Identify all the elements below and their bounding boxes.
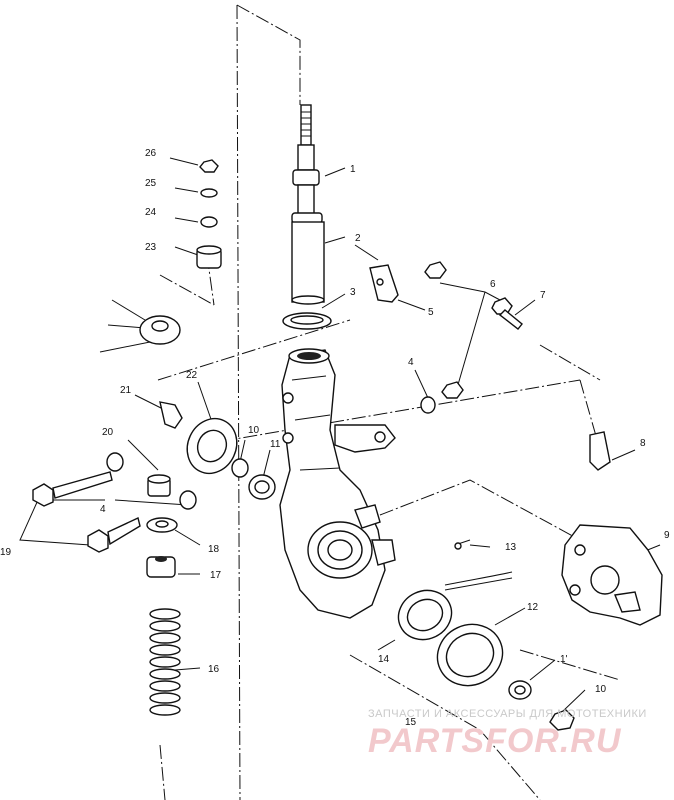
spindle-knuckle	[279, 348, 396, 619]
callout-labels: 1 2 3 4 4 5 6 7 8 9 10 10 11 1' 12 13 14…	[0, 148, 670, 728]
assembly-axis-lines	[157, 4, 621, 800]
callout-16: 16	[208, 664, 220, 675]
callout-3: 3	[350, 287, 356, 298]
callout-24: 24	[145, 207, 157, 218]
callout-13: 13	[505, 542, 517, 553]
callout-9: 9	[664, 530, 670, 541]
callout-14: 14	[378, 654, 390, 665]
callout-2: 2	[355, 233, 361, 244]
callout-10-left: 10	[248, 425, 260, 436]
watermark-tagline: ЗАПЧАСТИ И АКСЕССУАРЫ ДЛЯ МОТОТЕХНИКИ	[368, 708, 647, 720]
callout-19: 19	[0, 547, 12, 558]
bolt-and-block	[491, 297, 611, 471]
callout-18: 18	[208, 544, 220, 555]
callout-12: 12	[527, 602, 539, 613]
callout-11-right: 1'	[560, 654, 568, 665]
callout-23: 23	[145, 242, 157, 253]
callout-7: 7	[540, 290, 546, 301]
strut-assembly	[282, 104, 332, 330]
callout-4-right: 4	[408, 357, 414, 368]
callout-15: 15	[405, 717, 417, 728]
callout-20: 20	[102, 427, 114, 438]
callout-22: 22	[186, 370, 198, 381]
callout-10-right: 10	[595, 684, 607, 695]
callout-26: 26	[145, 148, 157, 159]
brake-line	[444, 539, 513, 591]
callout-21: 21	[120, 385, 132, 396]
bracket-and-nuts	[369, 261, 464, 414]
lower-left-hardware	[32, 401, 276, 578]
coil-spring	[149, 608, 181, 716]
watermark: ЗАПЧАСТИ И АКСЕССУАРЫ ДЛЯ МОТОТЕХНИКИ PA…	[368, 708, 647, 760]
callout-6: 6	[490, 279, 496, 290]
callout-1: 1	[350, 164, 356, 175]
callout-11-left: 11	[270, 439, 281, 450]
disc-and-bearings	[397, 589, 575, 731]
brake-caliper	[561, 524, 663, 626]
callout-17: 17	[210, 570, 222, 581]
callout-8: 8	[640, 438, 646, 449]
callout-4-left: 4	[100, 504, 106, 515]
watermark-brand: PARTSFOR.RU	[368, 722, 622, 760]
upper-hardware-stack	[139, 159, 222, 345]
callout-25: 25	[145, 178, 157, 189]
callout-5: 5	[428, 307, 434, 318]
